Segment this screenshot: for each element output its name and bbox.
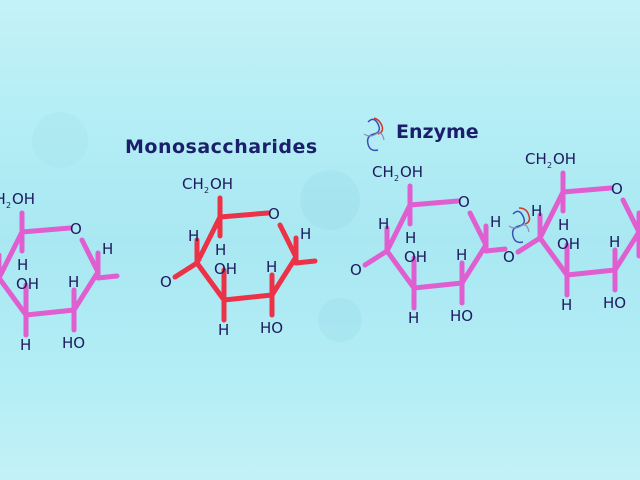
ring-oxygen-label: O (268, 205, 280, 223)
bond (612, 229, 640, 273)
hydrogen-label: H (17, 256, 28, 274)
ring-oxygen-label: O (458, 193, 470, 211)
bond (23, 307, 77, 318)
hydrogen-label: H (20, 336, 31, 354)
ch2oh-label-ch: CH (182, 175, 204, 193)
bond (293, 258, 318, 266)
ch2oh-label-ch: CH (372, 163, 394, 181)
ch2oh-label-oh: OH (400, 163, 423, 181)
bond (0, 229, 25, 281)
hydrogen-label: H (408, 309, 419, 327)
bond (269, 254, 299, 298)
ring-oxygen-label: O (611, 180, 623, 198)
hydroxyl-label: OH (557, 235, 580, 253)
ch2oh-label-oh: OH (553, 150, 576, 168)
hydrogen-label: H (218, 321, 229, 339)
enzyme-title: Enzyme (396, 121, 479, 143)
bond (0, 275, 29, 318)
hydrogen-label: H (300, 225, 311, 243)
hydrogen-label: H (490, 213, 501, 231)
ch2oh-label-subscript: 2 (547, 161, 552, 170)
hydroxyl-label: HO (603, 294, 626, 312)
hydrogen-label: H (0, 242, 1, 260)
bond (221, 292, 275, 303)
ch2oh-label-subscript: 2 (6, 201, 11, 210)
background-blobs (32, 112, 362, 342)
bond (217, 210, 271, 220)
hydrogen-label: H (558, 216, 569, 234)
bond (384, 248, 417, 291)
ch2oh-label-subscript: 2 (394, 174, 399, 183)
oxygen-label: O (350, 261, 362, 279)
hydrogen-label: H (456, 246, 467, 264)
bond (537, 235, 570, 278)
bond (19, 225, 73, 235)
hydrogen-label: H (102, 240, 113, 258)
hydrogen-label: H (68, 273, 79, 291)
enzyme-protein-icon (508, 207, 531, 244)
molecule-glucose-right-2: CH2OHOHHOOHHHHOHOH (503, 150, 640, 314)
bond (194, 214, 223, 266)
bond (620, 197, 640, 235)
hydrogen-label: H (266, 258, 277, 276)
hydroxyl-label: OH (16, 275, 39, 293)
hydrogen-label: H (561, 296, 572, 314)
hydrogen-label: H (215, 241, 226, 259)
enzyme-protein-icon (363, 117, 385, 152)
ch2oh-label-subscript: 2 (204, 186, 209, 195)
hydroxyl-label: HO (260, 319, 283, 337)
hydroxyl-label: OH (214, 260, 237, 278)
bond (277, 222, 299, 260)
bond (71, 269, 101, 313)
ring-oxygen-label: O (70, 220, 82, 238)
hydrogen-label: H (405, 229, 416, 247)
bond (537, 189, 566, 241)
hydrogen-label: H (531, 202, 542, 220)
ch2oh-label-ch: CH (525, 150, 547, 168)
hydrogen-label: H (378, 215, 389, 233)
bond (459, 242, 489, 286)
bond (483, 246, 508, 254)
bond (407, 198, 461, 208)
bond (95, 273, 120, 281)
bond (194, 260, 227, 303)
bond (172, 260, 200, 280)
hydroxyl-label: HO (62, 334, 85, 352)
bond (515, 235, 543, 255)
bond (560, 185, 614, 195)
ch2oh-label-oh: OH (12, 190, 35, 208)
hydroxyl-label: OH (404, 248, 427, 266)
hydrogen-label: H (188, 227, 199, 245)
oxygen-label: O (160, 273, 172, 291)
monosaccharides-title: Monosaccharides (125, 136, 318, 158)
bond (362, 248, 390, 268)
bond (467, 210, 489, 248)
bond (564, 267, 618, 278)
bond (79, 237, 101, 275)
bond (411, 280, 465, 291)
ch2oh-label-ch: CH (0, 190, 6, 208)
hydrogen-label: H (609, 233, 620, 251)
bond (384, 202, 413, 254)
ch2oh-label-oh: OH (210, 175, 233, 193)
hydroxyl-label: HO (450, 307, 473, 325)
oxygen-label: O (503, 248, 515, 266)
